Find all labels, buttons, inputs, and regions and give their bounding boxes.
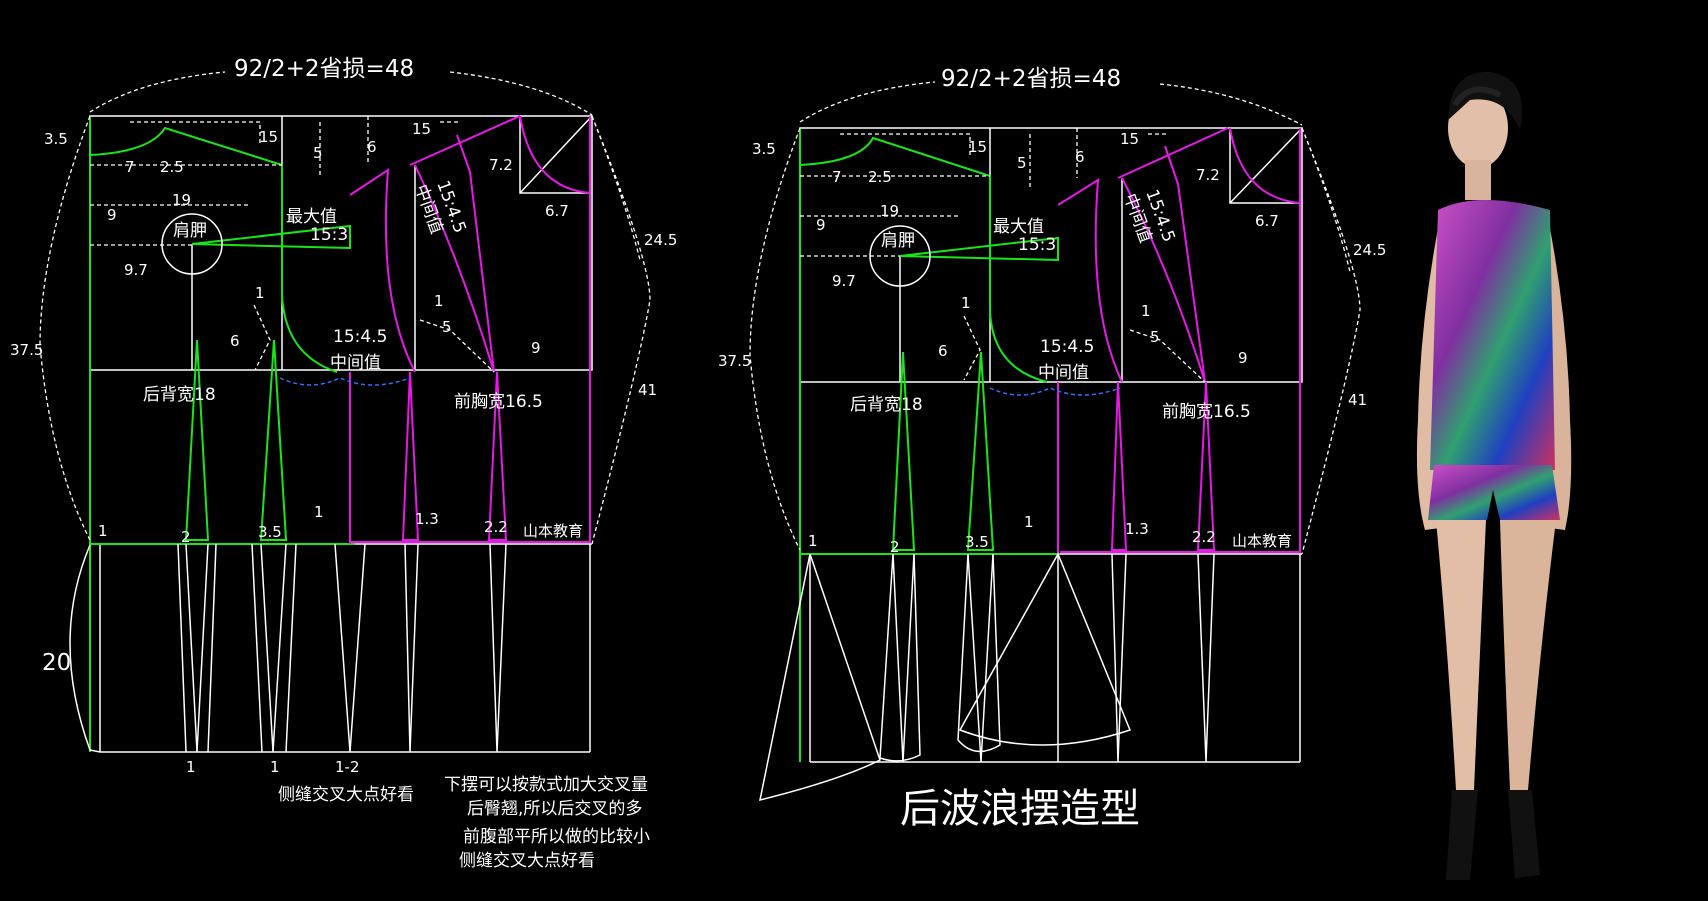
left-text-labels: 最大值 15:3 肩胛 15:4.5 中间值 15:4.5 中间值 后背宽18 … (143, 178, 583, 540)
right-text-labels: 最大值 15:3 肩胛 15:4.5 中间值 15:4.5 中间值 后背宽18 … (850, 187, 1292, 550)
label-ratio: 15:3 (310, 225, 348, 245)
label-d1_2: 1-2 (335, 758, 360, 776)
label-d2_5: 2.5 (868, 168, 892, 186)
label-ratio: 15:3 (1018, 235, 1056, 255)
label-front: 前胸宽16.5 (1162, 402, 1251, 422)
label-d41: 41 (1348, 391, 1367, 409)
label-d9a: 9 (107, 206, 117, 224)
label-d6_7: 6.7 (545, 202, 569, 220)
left-dimension-labels: 3.5 7 2.5 15 5 6 15 7.2 6.7 19 9 9.7 24.… (10, 120, 677, 776)
label-d5b: 5 (442, 318, 452, 336)
label-d2_2: 2.2 (484, 518, 508, 536)
label-d1_3: 1.3 (415, 510, 439, 528)
right-dimension-labels: 3.5 7 2.5 15 5 6 15 7.2 6.7 19 9 9.7 24.… (718, 130, 1386, 556)
label-d1a: 1 (255, 284, 265, 302)
label-d1c: 1 (98, 522, 108, 540)
right-title: 92/2+2省损=48 (941, 66, 1121, 92)
label-d2_5: 2.5 (160, 158, 184, 176)
label-d3_5b: 3.5 (965, 533, 989, 551)
right-brand: 山本教育 (1232, 532, 1292, 550)
label-hip: 后臀翘,所以后交叉的多 (467, 799, 642, 819)
label-d5: 5 (313, 144, 323, 162)
label-ratio3: 15:4.5 (333, 327, 387, 347)
label-mid2: 中间值 (330, 353, 381, 373)
label-hem: 下摆可以按款式加大交叉量 (444, 775, 648, 795)
label-d1f: 1 (270, 758, 280, 776)
label-d15b: 15 (412, 120, 431, 138)
label-d3_5: 3.5 (44, 130, 68, 148)
label-d1b: 1 (434, 292, 444, 310)
label-d9b: 9 (1238, 349, 1248, 367)
label-d2: 2 (890, 538, 900, 556)
label-d9b: 9 (531, 339, 541, 357)
left-notes: 侧缝交叉大点好看 下摆可以按款式加大交叉量 后臀翘,所以后交叉的多 前腹部平所以… (278, 775, 650, 871)
label-d1d: 1 (314, 503, 324, 521)
label-d6b: 6 (230, 332, 240, 350)
label-d37_5: 37.5 (718, 352, 751, 370)
label-side2: 侧缝交叉大点好看 (459, 851, 595, 871)
left-title: 92/2+2省损=48 (234, 56, 414, 82)
label-back: 后背宽18 (850, 395, 923, 415)
label-d2_2: 2.2 (1192, 528, 1216, 546)
label-mid2: 中间值 (1038, 363, 1089, 383)
label-d20: 20 (42, 650, 71, 676)
label-blade: 肩胛 (881, 231, 915, 251)
right-pattern: 92/2+2省损=48 (718, 66, 1386, 832)
label-blade: 肩胛 (173, 221, 207, 241)
label-ratio3: 15:4.5 (1040, 337, 1094, 357)
label-d1d: 1 (1024, 513, 1034, 531)
label-d2: 2 (181, 528, 191, 546)
label-d9_7: 9.7 (124, 261, 148, 279)
label-d6b: 6 (938, 342, 948, 360)
label-d37_5: 37.5 (10, 341, 43, 359)
label-d19: 19 (880, 202, 899, 220)
label-d5: 5 (1017, 154, 1027, 172)
label-front: 前胸宽16.5 (454, 392, 543, 412)
label-max: 最大值 (993, 217, 1044, 237)
label-d15b: 15 (1120, 130, 1139, 148)
label-d6a: 6 (1075, 148, 1085, 166)
left-pattern: 92/2+2省损=48 (10, 56, 677, 871)
label-d15a: 15 (968, 138, 987, 156)
label-d6a: 6 (367, 138, 377, 156)
label-d1e: 1 (186, 758, 196, 776)
label-d7: 7 (832, 168, 842, 186)
garment-model-illustration (1416, 71, 1572, 880)
label-max: 最大值 (286, 207, 337, 227)
label-d1b: 1 (1141, 302, 1151, 320)
label-d7_2: 7.2 (489, 156, 513, 174)
label-d15a: 15 (259, 128, 278, 146)
label-d3_5: 3.5 (752, 140, 776, 158)
label-d7_2: 7.2 (1196, 166, 1220, 184)
label-d5b: 5 (1150, 328, 1160, 346)
label-back: 后背宽18 (143, 385, 216, 405)
right-caption: 后波浪摆造型 (900, 786, 1140, 832)
label-d9a: 9 (816, 216, 826, 234)
label-d7: 7 (125, 158, 135, 176)
label-d1c: 1 (808, 532, 818, 550)
label-d19: 19 (172, 191, 191, 209)
label-belly: 前腹部平所以做的比较小 (463, 827, 650, 847)
left-brand: 山本教育 (523, 522, 583, 540)
label-d3_5b: 3.5 (258, 523, 282, 541)
label-d1_3: 1.3 (1125, 520, 1149, 538)
label-d1a: 1 (961, 294, 971, 312)
label-d41: 41 (638, 381, 657, 399)
label-d24_5: 24.5 (644, 231, 677, 249)
label-side1: 侧缝交叉大点好看 (278, 785, 414, 805)
label-d24_5: 24.5 (1353, 241, 1386, 259)
label-d6_7: 6.7 (1255, 212, 1279, 230)
label-d9_7: 9.7 (832, 272, 856, 290)
